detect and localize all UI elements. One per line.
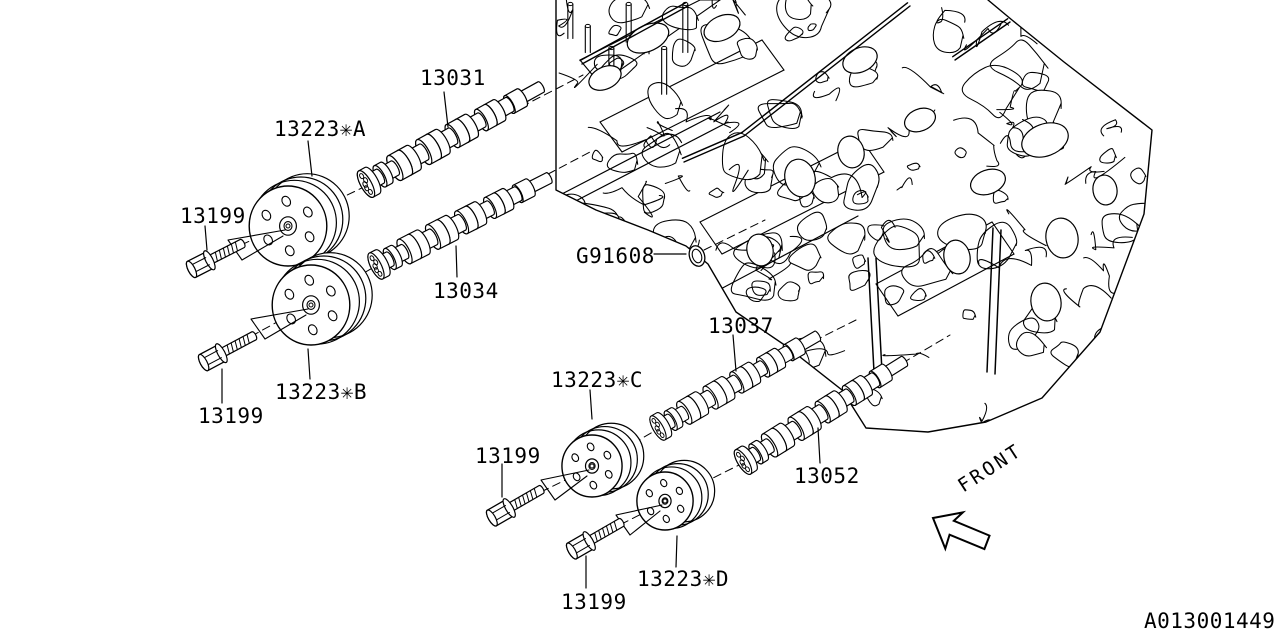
camshaft-13031[interactable] bbox=[354, 73, 550, 200]
leader-lines bbox=[204, 91, 821, 589]
part-label[interactable]: 13199 bbox=[198, 404, 264, 428]
bolt-13199-a[interactable] bbox=[184, 233, 249, 280]
sprocket-13223C[interactable] bbox=[540, 422, 645, 501]
camshaft-13037[interactable] bbox=[647, 323, 826, 442]
part-label[interactable]: 13037 bbox=[708, 314, 774, 338]
part-label[interactable]: 13223✳D bbox=[637, 567, 730, 591]
part-label[interactable]: 13223✳C bbox=[551, 368, 644, 392]
part-label[interactable]: 13223✳A bbox=[274, 117, 367, 141]
sprocket-13223A[interactable] bbox=[227, 173, 350, 267]
bolt-13199-d[interactable] bbox=[564, 512, 629, 561]
sprocket-13223D[interactable] bbox=[615, 459, 716, 536]
part-label[interactable]: 13031 bbox=[420, 66, 486, 90]
bolt-13199-c[interactable] bbox=[484, 479, 549, 528]
front-direction-arrow bbox=[931, 510, 991, 552]
part-label[interactable]: G91608 bbox=[576, 244, 655, 268]
part-label[interactable]: 13199 bbox=[475, 444, 541, 468]
part-label[interactable]: 13199 bbox=[180, 204, 246, 228]
part-label[interactable]: 13034 bbox=[433, 279, 499, 303]
part-label[interactable]: 13199 bbox=[561, 590, 627, 614]
diagram-id: A013001449 bbox=[1144, 609, 1276, 633]
oring-G91608[interactable] bbox=[687, 244, 708, 269]
camshaft-13052[interactable] bbox=[731, 348, 913, 477]
part-label[interactable]: 13223✳B bbox=[275, 380, 368, 404]
bolt-13199-b[interactable] bbox=[196, 326, 261, 374]
camshaft-13034[interactable] bbox=[365, 164, 558, 281]
sprocket-13223B[interactable] bbox=[250, 252, 373, 346]
part-label[interactable]: 13052 bbox=[794, 464, 860, 488]
